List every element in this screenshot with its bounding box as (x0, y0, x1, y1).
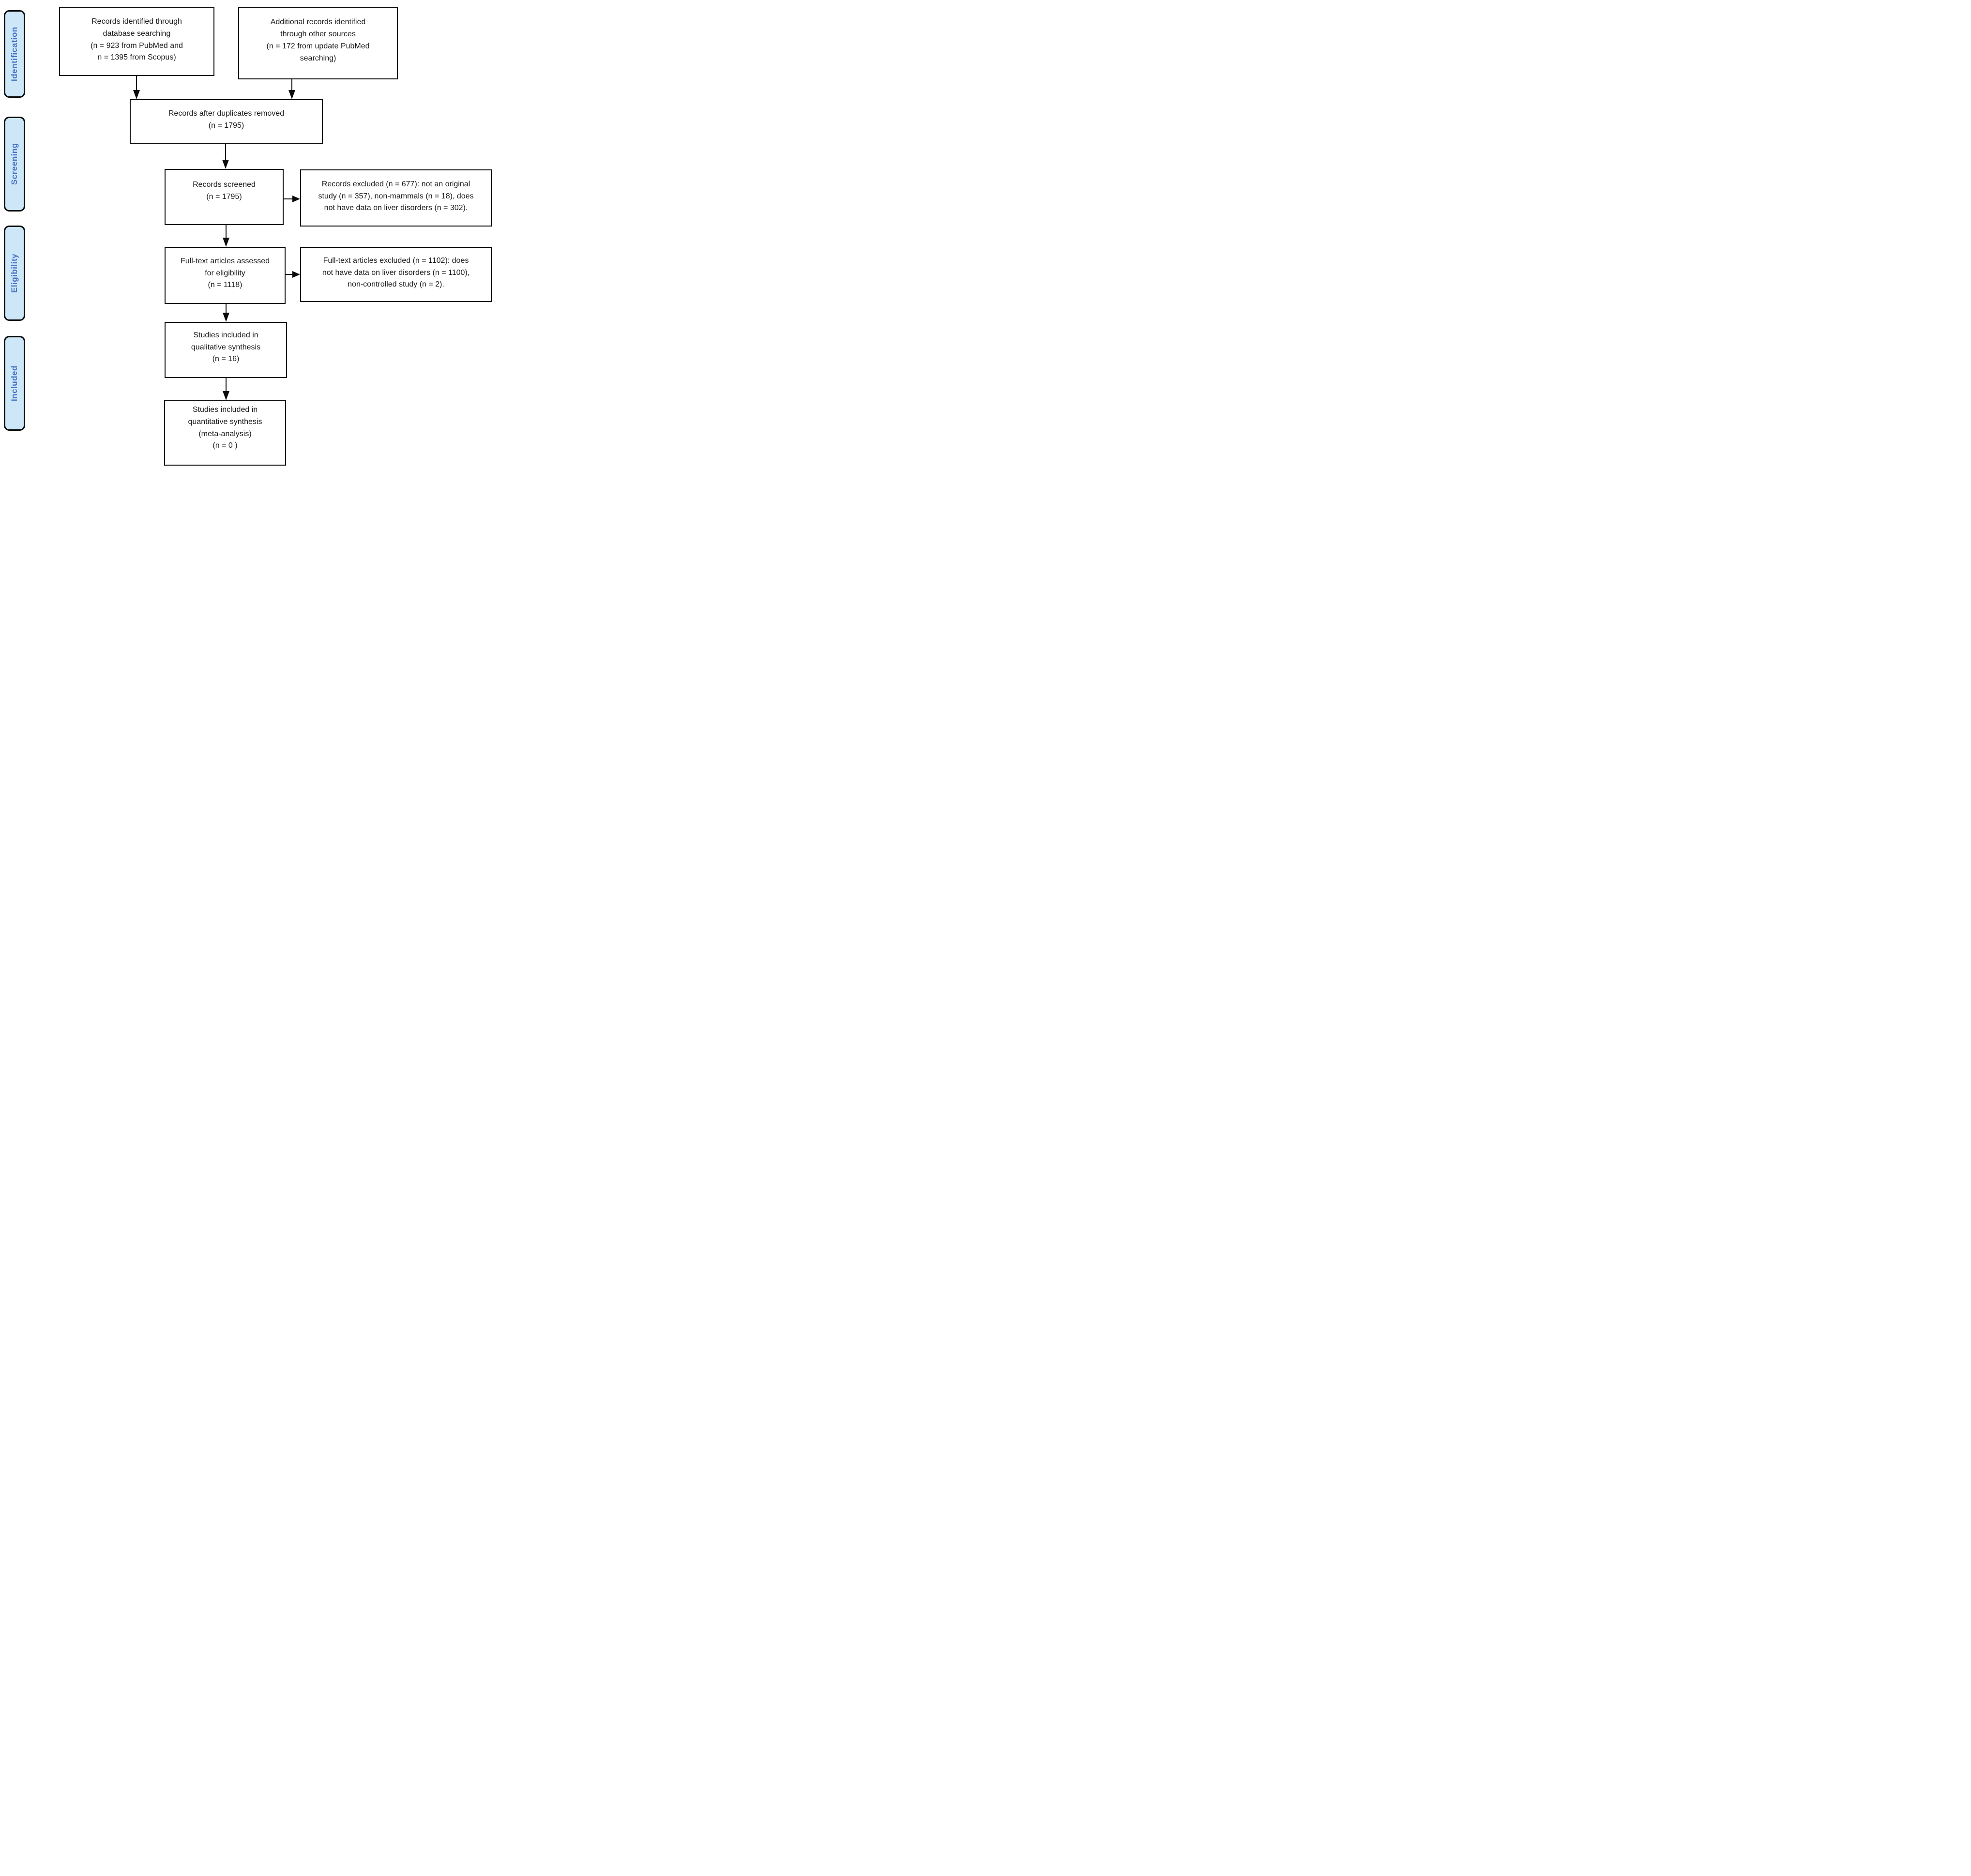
arrow-identified-to-duplicates-head-icon (133, 90, 140, 99)
arrow-duplicates-to-screened-line (225, 144, 226, 160)
node-duplicates-removed: Records after duplicates removed (n = 17… (130, 99, 323, 144)
arrow-screened-to-fulltext-head-icon (223, 238, 229, 247)
node-records-excluded: Records excluded (n = 677): not an origi… (300, 169, 492, 227)
node-fulltext-excluded: Full-text articles excluded (n = 1102): … (300, 247, 492, 302)
arrow-additional-to-duplicates-head-icon (288, 90, 295, 99)
stage-label-identification: Identification (4, 10, 25, 98)
stage-label-eligibility: Eligibility (4, 226, 25, 321)
stage-label-included: Included (4, 336, 25, 431)
arrow-duplicates-to-screened-head-icon (222, 160, 229, 169)
arrow-screened-to-fulltext-line (226, 225, 227, 238)
arrow-identified-to-duplicates-line (136, 76, 137, 91)
node-fulltext-assessed: Full-text articles assessed for eligibil… (165, 247, 286, 304)
node-qualitative-synthesis: Studies included in qualitative synthesi… (165, 322, 287, 378)
node-additional-records: Additional records identified through ot… (238, 7, 398, 79)
arrow-additional-to-duplicates-line (291, 79, 292, 91)
node-records-screened: Records screened (n = 1795) (165, 169, 284, 225)
node-records-identified: Records identified through database sear… (59, 7, 214, 76)
arrow-screened-to-excluded-line (284, 198, 293, 199)
arrow-qualitative-to-quantitative-line (226, 378, 227, 392)
prisma-flow-diagram: Identification Screening Eligibility Inc… (0, 0, 493, 469)
arrow-fulltext-to-excluded-head-icon (292, 271, 300, 278)
arrow-fulltext-to-excluded-line (286, 274, 293, 275)
node-quantitative-synthesis: Studies included in quantitative synthes… (164, 400, 286, 466)
arrow-fulltext-to-qualitative-head-icon (223, 313, 229, 322)
stage-label-screening: Screening (4, 117, 25, 212)
arrow-fulltext-to-qualitative-line (226, 304, 227, 313)
arrow-qualitative-to-quantitative-head-icon (223, 391, 229, 400)
arrow-screened-to-excluded-head-icon (292, 196, 300, 202)
